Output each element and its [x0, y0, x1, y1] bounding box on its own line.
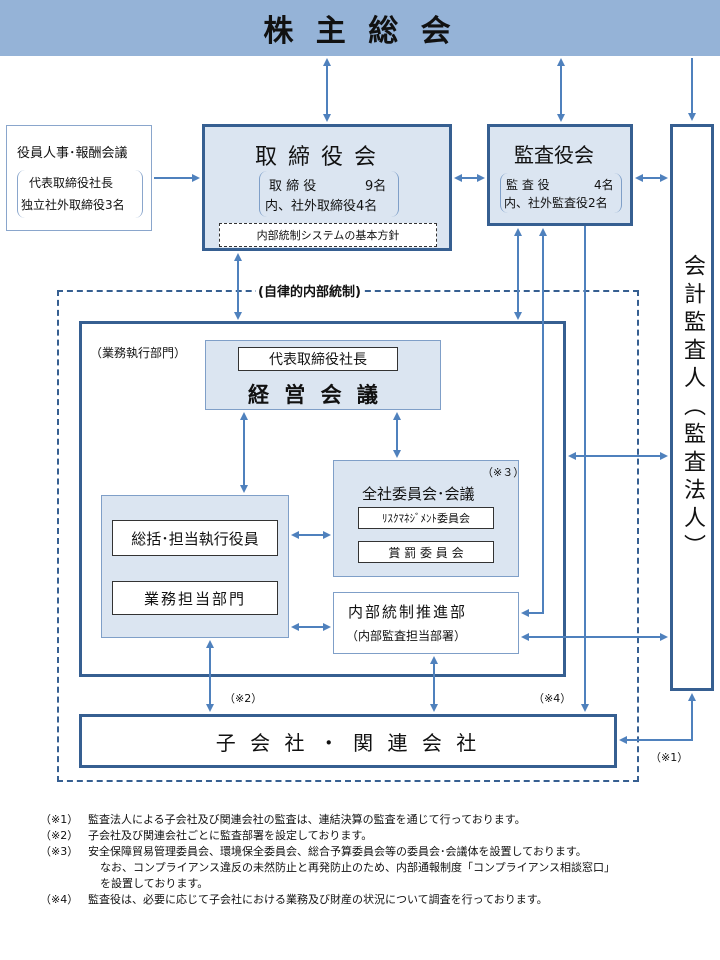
note-text: 監査役は、必要に応じて子会社における業務及び財産の状況について調査を行っておりま… — [88, 893, 548, 906]
executive-officers: 総括･担当執行役員 — [112, 520, 278, 556]
note-mark-2: （※2） — [224, 692, 263, 705]
notes: （※1） 監査法人による子会社及び関連会社の監査は、連結決算の監査を通じて行って… — [40, 812, 710, 908]
note-mark — [40, 876, 100, 892]
committees: （※３） 全社委員会･会議 ﾘｽｸﾏﾈｼﾞﾒﾝﾄ委員会 賞 罰 委 員 会 — [333, 460, 524, 577]
note-mark — [40, 860, 100, 876]
nomination-member-outside: 独立社外取締役3名 — [21, 198, 125, 212]
business-units-label: 業務担当部門 — [143, 589, 246, 608]
autonomous-control-label: (自律的内部統制) — [256, 281, 363, 300]
note-row: （※2） 子会社及び関連会社ごとに監査部署を設定しております。 — [40, 828, 710, 844]
business-units: 業務担当部門 — [112, 581, 278, 615]
note-mark-1: （※1） — [650, 751, 689, 764]
audit-board: 監査役会 監 査 役 4名 内、社外監査役2名 — [487, 124, 633, 226]
internal-control-promotion: 内部統制推進部 （内部監査担当部署） — [333, 592, 519, 654]
internal-audit-label: （内部監査担当部署） — [346, 629, 467, 643]
board-of-directors: 取 締 役 会 取 締 役 9名 内、社外取締役4名 内部統制システムの基本方針 — [202, 124, 452, 251]
note-row: （※4） 監査役は、必要に応じて子会社における業務及び財産の状況について調査を行… — [40, 892, 710, 908]
shareholders-banner: 株 主 総 会 — [0, 0, 720, 56]
officers-group: 総括･担当執行役員 業務担当部門 — [101, 495, 289, 638]
reward-committee: 賞 罰 委 員 会 — [358, 541, 494, 563]
reward-committee-label: 賞 罰 委 員 会 — [388, 545, 464, 560]
nomination-member-ceo: 代表取締役社長 — [29, 176, 114, 190]
executive-officers-label: 総括･担当執行役員 — [131, 529, 259, 548]
audit-board-title: 監査役会 — [514, 143, 594, 167]
audit-members-count: 4名 — [594, 178, 614, 192]
subsidiaries: 子 会 社 ・ 関 連 会 社 — [79, 714, 617, 768]
internal-control-promotion-title: 内部統制推進部 — [348, 603, 468, 621]
board-title: 取 締 役 会 — [255, 145, 378, 170]
nomination-committee-title: 役員人事･報酬会議 — [17, 146, 128, 161]
note-mark: （※2） — [40, 829, 79, 842]
committees-title: 全社委員会･会議 — [362, 485, 475, 503]
note-mark: （※3） — [40, 845, 79, 858]
accounting-auditor: 会計監査人（監査法人） — [670, 124, 714, 691]
board-directors-label: 取 締 役 — [269, 179, 317, 194]
management-meeting: 代表取締役社長 経 営 会 議 — [205, 340, 441, 410]
audit-members-bracket — [500, 173, 622, 213]
committees-note: （※３） — [482, 466, 525, 479]
note-text: 子会社及び関連会社ごとに監査部署を設定しております。 — [88, 829, 373, 842]
internal-control-policy-label: 内部統制システムの基本方針 — [256, 229, 400, 242]
shareholders-label: 株 主 総 会 — [263, 14, 457, 49]
internal-control-policy: 内部統制システムの基本方針 — [219, 223, 437, 247]
note-text: なお、コンプライアンス違反の未然防止と再発防止のため、内部通報制度「コンプライア… — [100, 861, 616, 874]
board-outside-directors: 内、社外取締役4名 — [265, 199, 378, 214]
note-text: を設置しております。 — [100, 877, 209, 890]
risk-committee-label: ﾘｽｸﾏﾈｼﾞﾒﾝﾄ委員会 — [382, 512, 470, 525]
ceo-label: 代表取締役社長 — [269, 352, 367, 368]
board-directors-count: 9名 — [365, 179, 387, 194]
note-mark-4: （※4） — [533, 692, 572, 705]
nomination-committee: 役員人事･報酬会議 代表取締役社長 独立社外取締役3名 — [6, 125, 152, 231]
note-row: なお、コンプライアンス違反の未然防止と再発防止のため、内部通報制度「コンプライア… — [40, 860, 710, 876]
note-mark: （※1） — [40, 813, 79, 826]
board-members-bracket — [259, 171, 399, 217]
note-text: 安全保障貿易管理委員会、環境保全委員会、総合予算委員会等の委員会･会議体を設置し… — [88, 845, 587, 858]
note-text: 監査法人による子会社及び関連会社の監査は、連結決算の監査を通じて行っております。 — [88, 813, 526, 826]
management-meeting-title: 経 営 会 議 — [248, 383, 382, 407]
note-row: （※3） 安全保障貿易管理委員会、環境保全委員会、総合予算委員会等の委員会･会議… — [40, 844, 710, 860]
audit-outside-members: 内、社外監査役2名 — [504, 196, 608, 210]
nomination-members-bracket — [17, 170, 143, 218]
note-row: を設置しております。 — [40, 876, 710, 892]
accounting-auditor-label: 会計監査人（監査法人） — [680, 253, 705, 562]
subsidiaries-label: 子 会 社 ・ 関 連 会 社 — [215, 730, 481, 755]
note-row: （※1） 監査法人による子会社及び関連会社の監査は、連結決算の監査を通じて行って… — [40, 812, 710, 828]
risk-committee: ﾘｽｸﾏﾈｼﾞﾒﾝﾄ委員会 — [358, 507, 494, 529]
execution-department-label: （業務執行部門） — [90, 346, 187, 360]
ceo-box: 代表取締役社長 — [238, 347, 398, 371]
note-mark: （※4） — [40, 893, 79, 906]
audit-members-label: 監 査 役 — [506, 178, 550, 192]
